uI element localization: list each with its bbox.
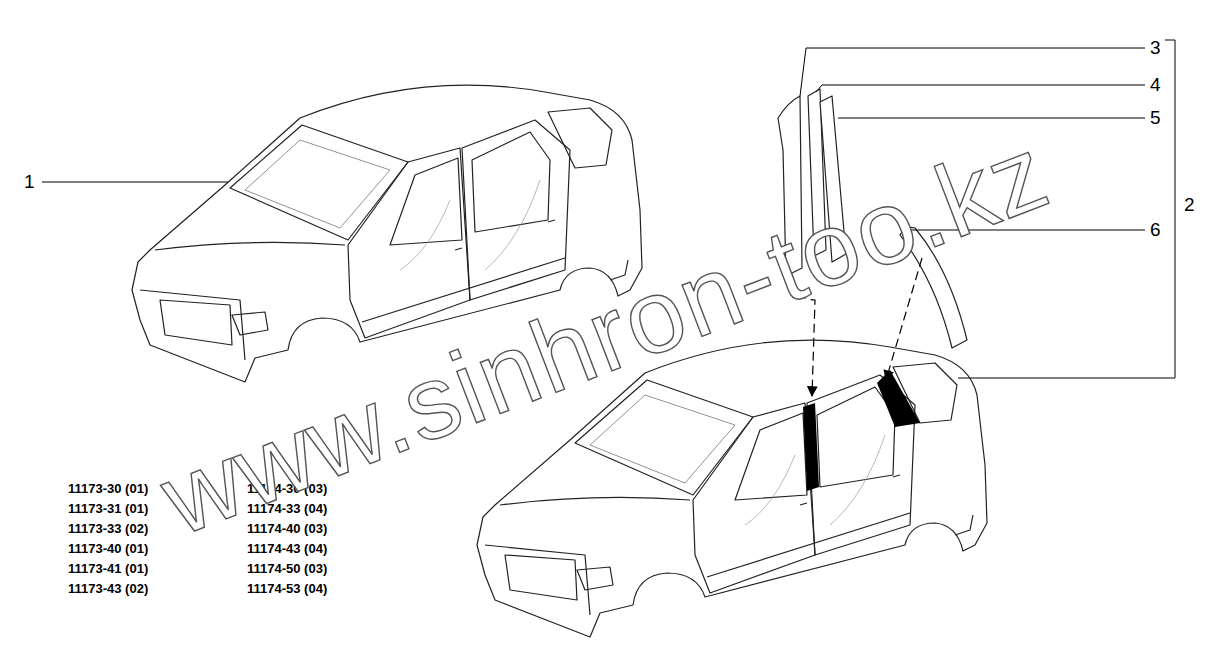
callout-number: 2 (1182, 194, 1197, 216)
model-code: 11174-43 (04) (247, 541, 327, 557)
model-code: 11173-33 (02) (68, 521, 148, 537)
model-code: 11173-40 (01) (68, 541, 148, 557)
model-code: 11174-50 (03) (247, 561, 327, 577)
callout-number: 1 (22, 171, 37, 193)
leader-line (838, 118, 1145, 119)
leader-line (42, 182, 228, 183)
model-code: 11174-53 (04) (247, 581, 327, 597)
callout-number: 5 (1148, 107, 1163, 129)
callout-number: 4 (1148, 74, 1163, 96)
model-code: 11173-43 (02) (68, 581, 148, 597)
callout-number: 3 (1148, 37, 1163, 59)
model-code: 11173-30 (01) (68, 481, 148, 497)
callout-number: 6 (1148, 219, 1163, 241)
leader-line (816, 85, 1145, 92)
model-code: 11173-41 (01) (68, 561, 148, 577)
pillar-highlight (803, 403, 819, 491)
model-code: 11173-31 (01) (68, 501, 148, 517)
leader-line (800, 48, 1145, 96)
pillar-highlight (877, 370, 920, 427)
